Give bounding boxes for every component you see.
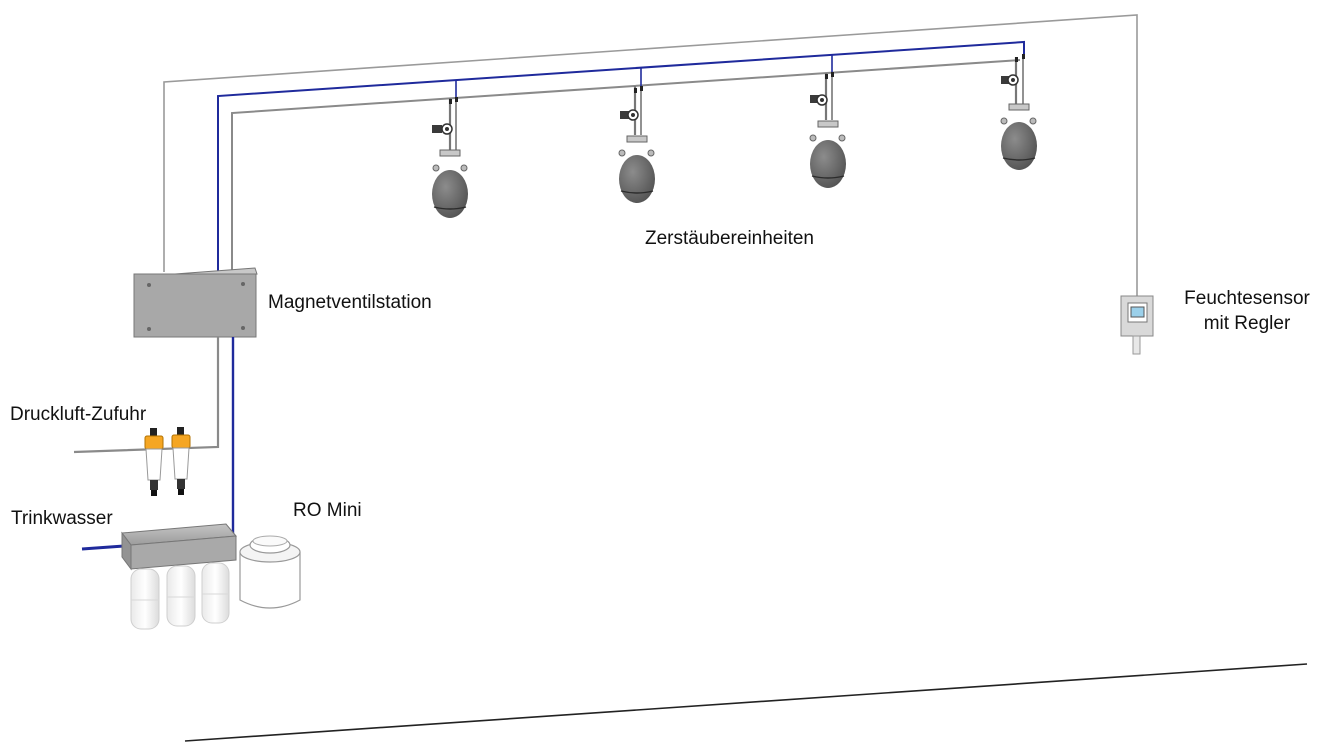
atomizer-unit-1 (432, 97, 468, 218)
atomizer-unit-4 (1000, 54, 1037, 170)
humidity-sensor (1120, 295, 1154, 355)
ro-filter-cartridge-2 (166, 565, 196, 627)
air-filter-unit-2 (171, 427, 191, 495)
drinking-water-label: Trinkwasser (11, 508, 113, 529)
valve-station (133, 267, 258, 338)
compressed-air-label: Druckluft-Zufuhr (10, 404, 147, 425)
atomizers-label: Zerstäubereinheiten (645, 228, 814, 249)
signal-cable (163, 14, 1138, 296)
ro-storage-tank (239, 535, 301, 609)
floor-line (184, 663, 1308, 742)
air-main-line (231, 59, 1021, 272)
valve-station-label: Magnetventilstation (268, 292, 432, 313)
drinking-water-inlet-line (81, 544, 125, 551)
ro-filter-cartridge-1 (130, 568, 160, 630)
humidity-sensor-label: Feuchtesensor mit Regler (1172, 288, 1322, 335)
ro-filter-housing (121, 523, 237, 571)
compressed-air-inlet-line (73, 337, 220, 454)
humidity-sensor-label-line2: mit Regler (1203, 313, 1291, 334)
atomizer-unit-2 (618, 86, 655, 203)
ro-filter-cartridge-3 (201, 562, 230, 624)
air-filter-unit-1 (144, 428, 164, 496)
atomizer-unit-3 (809, 72, 846, 188)
ro-unit-label: RO Mini (293, 500, 362, 521)
humidity-sensor-label-line1: Feuchtesensor (1184, 288, 1310, 309)
water-main-line (217, 40, 1025, 272)
